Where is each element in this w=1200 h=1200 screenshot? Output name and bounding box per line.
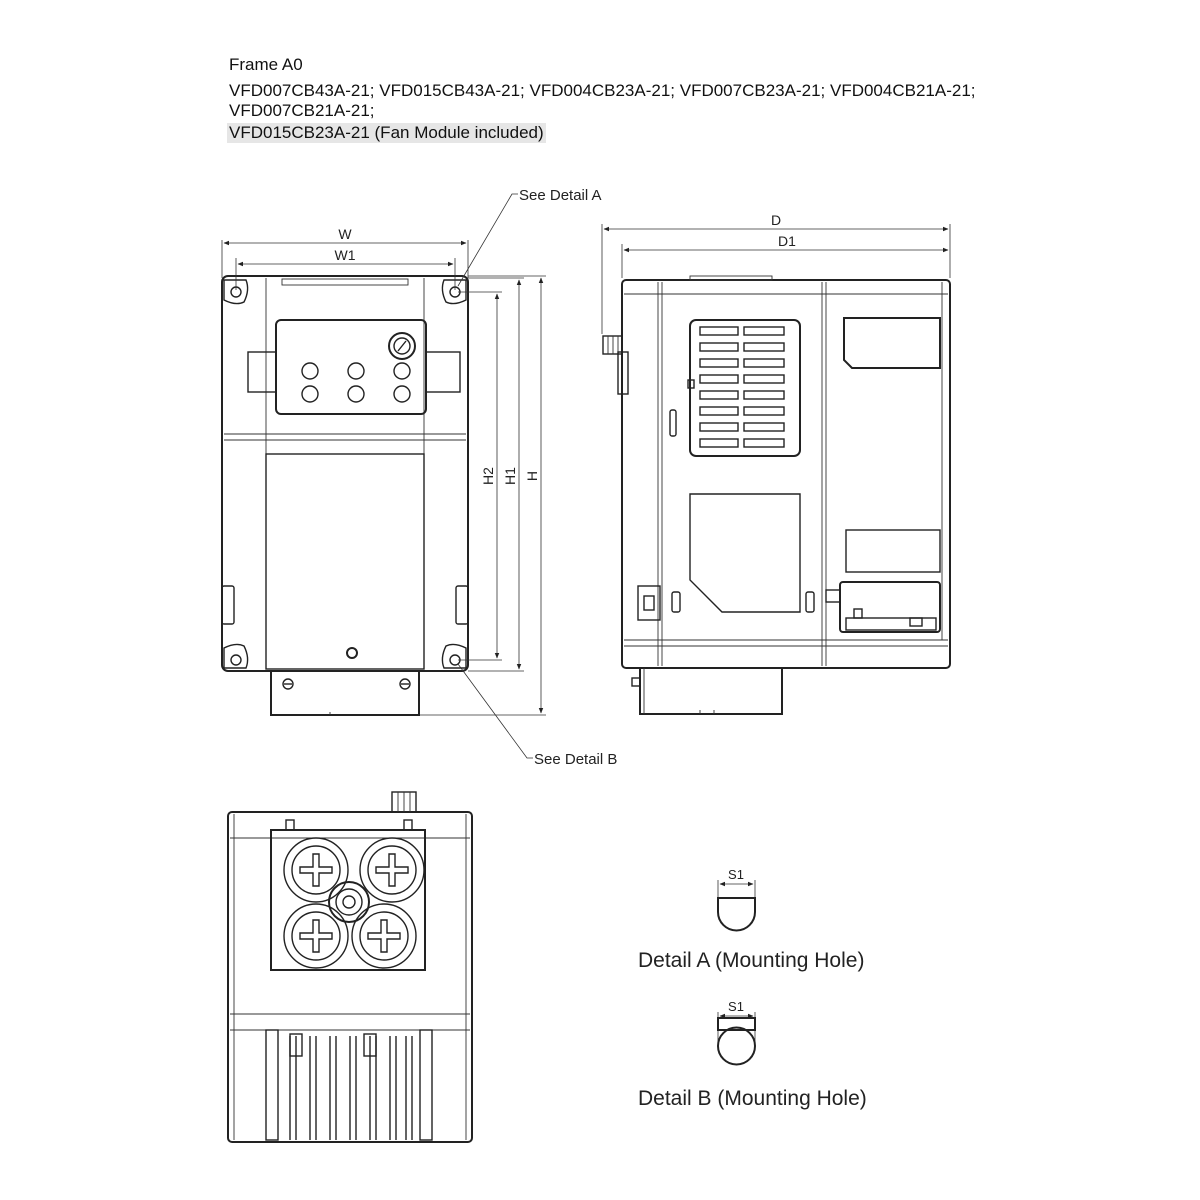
terminal-cover xyxy=(265,453,425,670)
dimension-w: W xyxy=(221,226,469,278)
mounting-slot-top xyxy=(717,1017,756,1031)
keypad-buttons xyxy=(301,362,411,403)
heatsink-fins xyxy=(265,1029,433,1141)
front-view: W W1 H2 H1 H See De xyxy=(221,187,617,768)
dimension-h: H xyxy=(420,275,546,716)
detail-a-caption: Detail A (Mounting Hole) xyxy=(638,949,864,972)
dimension-label-s1: S1 xyxy=(728,867,744,882)
vent-slots xyxy=(699,326,785,448)
model-list-line: VFD007CB43A-21; VFD015CB43A-21; VFD004CB… xyxy=(229,81,976,100)
model-list-highlighted-line: VFD015CB23A-21 (Fan Module included) xyxy=(227,123,546,143)
mounting-hole-shape xyxy=(717,1026,756,1066)
keypad-latch xyxy=(247,351,277,393)
side-bottom-box xyxy=(639,667,783,715)
detail-b-caption: Detail B (Mounting Hole) xyxy=(638,1087,867,1110)
dimension-label-h: H xyxy=(524,471,540,481)
side-window xyxy=(843,317,941,369)
cable-gland-plate xyxy=(270,829,426,971)
dimension-label-h1: H1 xyxy=(502,467,518,485)
dimension-h2: H2 xyxy=(458,291,502,661)
frame-title: Frame A0 xyxy=(229,55,303,74)
callout-label-detail-b: See Detail B xyxy=(534,751,617,768)
cable-gland xyxy=(351,903,417,969)
side-latch xyxy=(637,585,661,621)
dimension-d1: D1 xyxy=(621,233,949,278)
callout-detail-a: See Detail A xyxy=(457,187,602,287)
detail-b: S1 Detail B (Mounting Hole) xyxy=(638,999,867,1110)
side-clip xyxy=(455,585,469,625)
dimension-label-w: W xyxy=(338,226,352,242)
callout-label-detail-a: See Detail A xyxy=(519,187,602,204)
bottom-view xyxy=(227,791,473,1143)
dimension-h1: H1 xyxy=(468,277,524,672)
mounting-boss xyxy=(223,643,249,669)
dimension-d: D xyxy=(601,212,951,334)
fan-module-opening xyxy=(839,581,941,633)
cable-gland xyxy=(283,903,349,969)
cable-gland xyxy=(283,837,349,903)
vent-grille xyxy=(689,319,801,457)
potentiometer-knob xyxy=(388,332,416,360)
cover-screw xyxy=(346,647,358,659)
dimension-w1: W1 xyxy=(235,247,456,290)
bottom-housing-outline xyxy=(227,811,473,1143)
bottom-terminal-box xyxy=(270,670,420,716)
mounting-hole-shape xyxy=(717,897,756,932)
side-housing-outline xyxy=(621,279,951,669)
cable-gland xyxy=(359,837,425,903)
model-list-line: VFD007CB21A-21; xyxy=(229,101,375,120)
center-gland xyxy=(328,881,370,923)
dimension-label-h2: H2 xyxy=(480,467,496,485)
dimension-label-d1: D1 xyxy=(778,233,796,249)
side-clip xyxy=(221,585,235,625)
dimension-label-w1: W1 xyxy=(335,247,356,263)
front-housing-outline xyxy=(221,275,469,672)
mounting-boss xyxy=(441,643,467,669)
side-label xyxy=(845,529,941,573)
detail-a: S1 Detail A (Mounting Hole) xyxy=(638,867,864,972)
dimension-label-d: D xyxy=(771,212,781,228)
nameplate xyxy=(689,493,801,613)
keypad-latch xyxy=(425,351,461,393)
side-view: D D1 xyxy=(601,212,951,715)
callout-detail-b: See Detail B xyxy=(457,663,617,768)
dimension-label-s1: S1 xyxy=(728,999,744,1014)
potentiometer-knob-side xyxy=(602,335,623,355)
